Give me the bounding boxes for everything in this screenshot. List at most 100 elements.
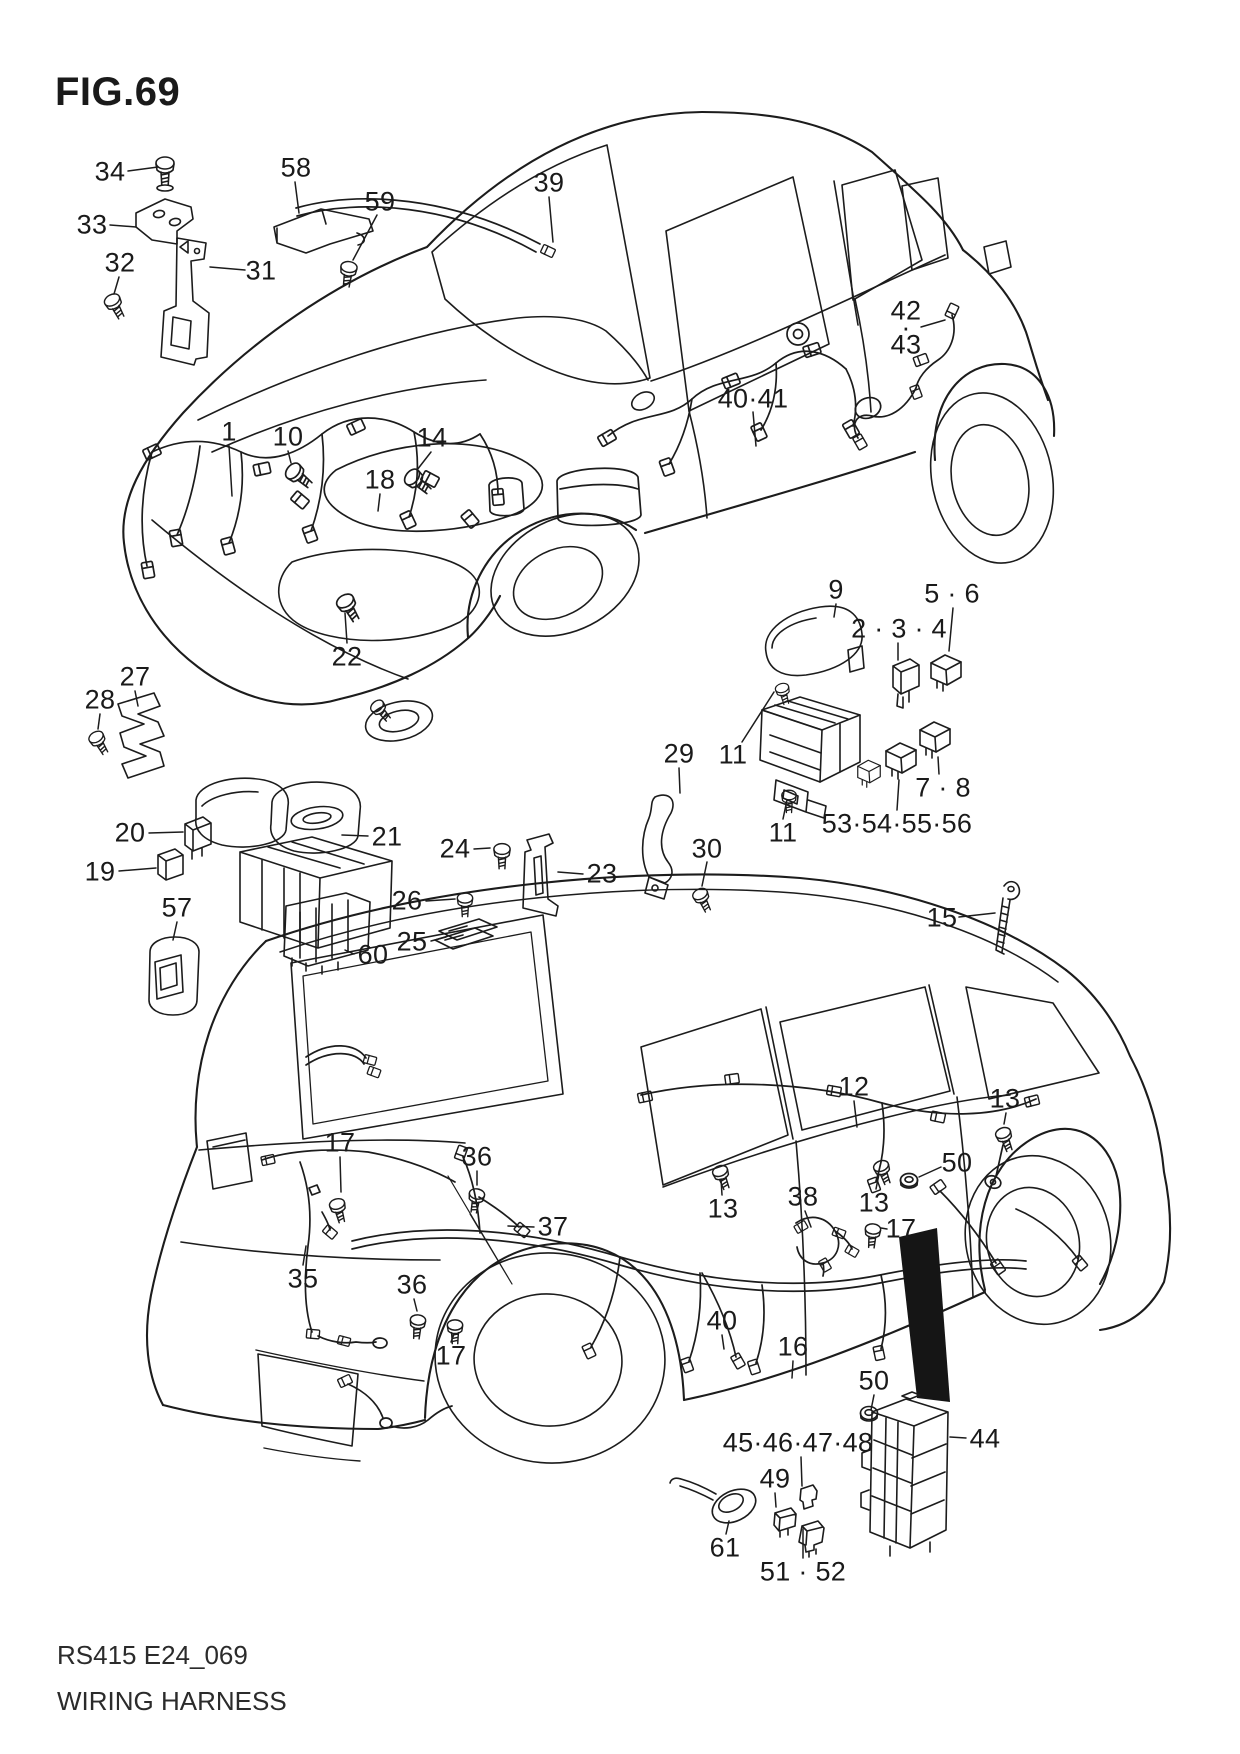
pointer-wedge <box>899 1228 950 1402</box>
mini-relay-2-3-4 <box>892 658 920 709</box>
bracket-33 <box>135 198 194 245</box>
clamp-58 <box>273 208 374 254</box>
bracket-23 <box>522 833 559 917</box>
hatch-glass <box>290 914 564 1140</box>
part-callout: 11 <box>718 739 748 770</box>
hatch-harness-35 <box>260 1045 456 1429</box>
front-wheel-b-inner <box>985 1186 1081 1298</box>
roof-harness-39 <box>295 198 557 259</box>
fuel-lid <box>983 240 1012 275</box>
car-bottom-a-pillar <box>1064 968 1172 1332</box>
part-callout: 14 <box>416 422 448 453</box>
part-callout: 31 <box>245 255 277 286</box>
car-bottom-details <box>180 914 1112 1464</box>
floor-harness-40-41 <box>596 322 861 478</box>
part-callout: 40 <box>706 1305 738 1336</box>
footer-name: WIRING HARNESS <box>57 1686 287 1716</box>
cover-a <box>194 777 290 848</box>
part-callout: 18 <box>364 464 396 495</box>
part-callout: 36 <box>396 1269 428 1300</box>
front-wheel-inner <box>512 545 604 621</box>
part-callout: 19 <box>84 856 116 887</box>
fuse-box-11-top <box>761 696 861 731</box>
belt-line-b <box>662 1094 1011 1188</box>
rear-wheel-b <box>434 1252 666 1464</box>
part-callout: · <box>901 312 911 343</box>
part-callout: 10 <box>272 421 304 452</box>
part-callout: 27 <box>119 661 151 692</box>
rear-door-window-b <box>640 1008 789 1186</box>
quarter-window <box>901 177 949 271</box>
license-recess <box>257 1353 359 1447</box>
front-wheel-b <box>964 1154 1112 1326</box>
part-callout: 42 <box>890 295 922 326</box>
bumper-crease <box>151 519 409 680</box>
rear-wheel <box>929 392 1055 564</box>
part-callout: 43 <box>890 329 922 360</box>
car-bottom-body <box>145 873 1172 1431</box>
front-door-window <box>665 176 830 412</box>
front-fuse-assembly <box>434 605 1021 955</box>
part-callout: 21 <box>371 821 403 852</box>
part-callout: 53·54·55·56 <box>821 808 973 839</box>
part-callout: 20 <box>114 817 146 848</box>
part-callout: 22 <box>331 641 363 672</box>
car-bottom-roof <box>264 873 1068 972</box>
fog-opening <box>364 700 434 742</box>
bolt-59 <box>337 259 359 289</box>
part-callout: 59 <box>364 186 396 217</box>
fuse-box-lid-9 <box>764 605 863 677</box>
grommet-61 <box>669 1477 757 1524</box>
relay-53-56-b <box>857 759 881 788</box>
part-callout: 44 <box>969 1423 1001 1454</box>
part-callout: 45·46·47·48 <box>722 1427 874 1458</box>
rear-fuse-assembly <box>669 1228 950 1558</box>
car-top-details <box>151 144 1055 742</box>
fog-opening-inner <box>378 709 420 733</box>
part-callout: 17 <box>435 1340 467 1371</box>
windshield-b <box>965 986 1100 1100</box>
bolt-13far <box>993 1124 1018 1154</box>
license-lamp-harness <box>347 1383 453 1429</box>
rear-wheel-inner <box>950 423 1030 537</box>
part-callout: 60 <box>357 939 389 970</box>
bracket-29 <box>641 794 674 900</box>
bay-inner-edge <box>211 379 487 453</box>
bolt-34 <box>155 156 175 186</box>
b-pillar <box>833 180 859 326</box>
car-top-body <box>122 110 1056 706</box>
left-relay-assembly <box>86 692 393 1016</box>
part-callout: 57 <box>161 892 193 923</box>
part-callout: 35 <box>287 1263 319 1294</box>
car-bottom-rocker <box>682 1290 987 1402</box>
part-callout: 58 <box>280 152 312 183</box>
bumper-top-line <box>180 1241 441 1261</box>
part-callout: 51 · 52 <box>759 1556 847 1587</box>
car-bottom-front-arch <box>978 1127 1122 1292</box>
fuse-box-bracket <box>773 779 827 819</box>
part-callout: 23 <box>586 858 618 889</box>
bolt-17r <box>863 1222 882 1250</box>
part-callout: 13 <box>707 1193 739 1224</box>
mirror <box>630 391 656 411</box>
relay-49 <box>773 1507 797 1538</box>
part-callout: 30 <box>691 833 723 864</box>
relay-53-56 <box>885 742 917 780</box>
car-bottom-rear-arch <box>423 1242 686 1420</box>
part-callout: 11 <box>768 817 798 848</box>
part-callout: 13 <box>989 1083 1021 1114</box>
relay-block <box>239 836 393 949</box>
part-callout: 17 <box>885 1213 917 1244</box>
bay-box-large <box>556 467 642 527</box>
part-callout: 49 <box>759 1463 791 1494</box>
windshield <box>431 144 651 385</box>
part-callout: 26 <box>391 885 423 916</box>
part-callout: 29 <box>663 738 695 769</box>
leader-lines <box>97 166 1007 1559</box>
part-callout: 16 <box>777 1331 809 1362</box>
part-callout: 38 <box>787 1181 819 1212</box>
fuse-box-11-left <box>759 709 823 783</box>
part-callout: 40·41 <box>717 383 789 414</box>
